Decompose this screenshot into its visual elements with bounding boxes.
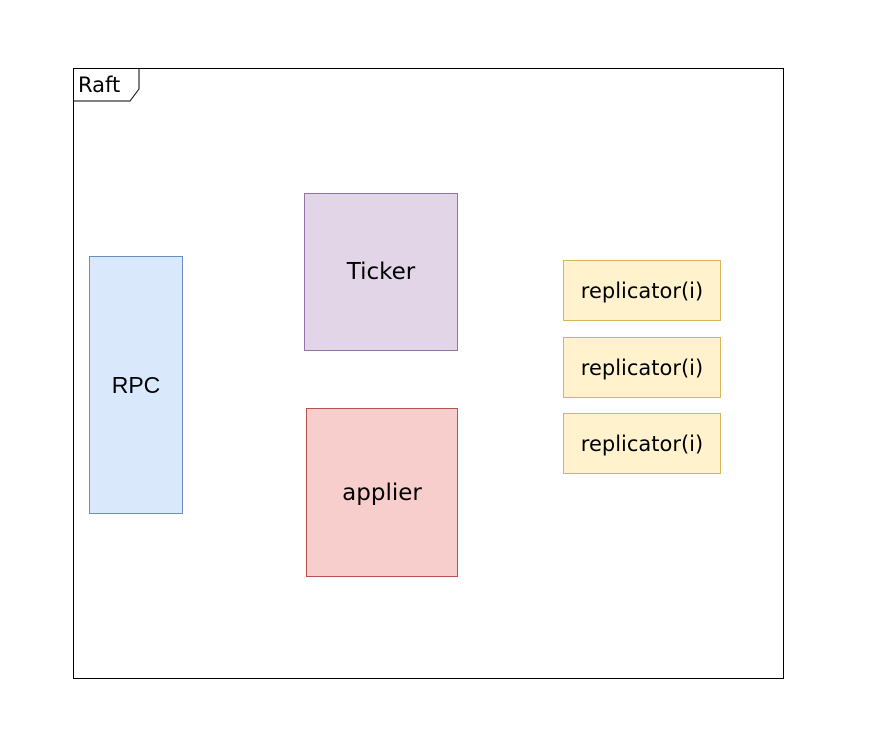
applier-label: applier xyxy=(342,479,422,506)
replicator-box[interactable]: replicator(i) xyxy=(563,337,721,398)
replicator-box[interactable]: replicator(i) xyxy=(563,260,721,321)
frame-tab-outline xyxy=(74,69,140,102)
frame-label-tab: Raft xyxy=(74,69,140,102)
ticker-label: Ticker xyxy=(346,259,416,285)
replicator-box[interactable]: replicator(i) xyxy=(563,413,721,474)
rpc-label: RPC xyxy=(111,371,161,398)
replicator-label: replicator(i) xyxy=(580,355,704,380)
rpc-box[interactable]: RPC xyxy=(89,256,183,514)
replicator-label: replicator(i) xyxy=(580,431,704,456)
ticker-box[interactable]: Ticker xyxy=(304,193,458,351)
replicator-label: replicator(i) xyxy=(580,278,704,303)
applier-box[interactable]: applier xyxy=(306,408,458,577)
raft-label: Raft xyxy=(78,73,121,97)
